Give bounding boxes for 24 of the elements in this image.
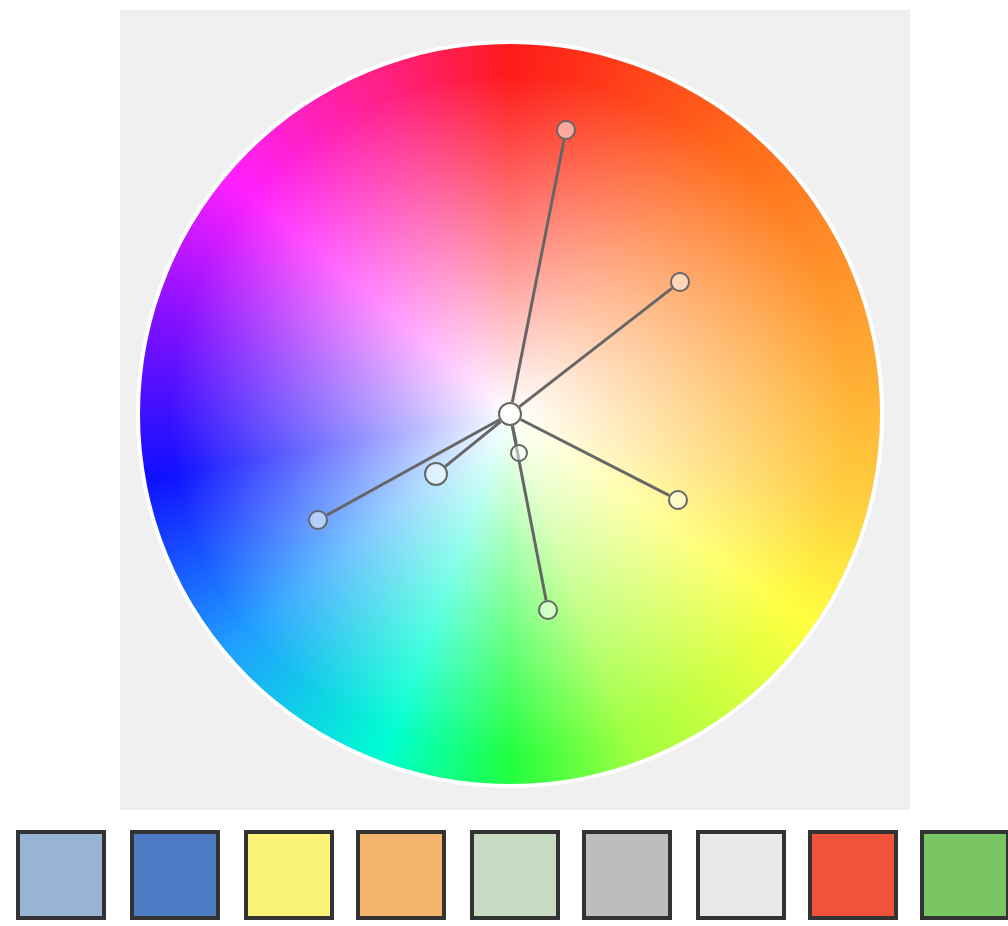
connector-line: [511, 425, 518, 444]
connector-line: [510, 425, 548, 601]
color-handle: [668, 490, 688, 510]
color-swatch: [470, 830, 560, 920]
color-handle: [308, 510, 328, 530]
color-swatch: [244, 830, 334, 920]
connector-line: [326, 418, 501, 517]
connector-line: [510, 139, 566, 403]
connector-line: [444, 420, 502, 468]
color-handle: [509, 443, 527, 461]
connector-line: [520, 418, 670, 497]
color-swatch: [696, 830, 786, 920]
color-swatch: [130, 830, 220, 920]
connector-line: [518, 286, 674, 408]
color-swatch: [920, 830, 1008, 920]
color-handle: [424, 462, 448, 486]
color-handle: [538, 600, 558, 620]
color-swatch: [582, 830, 672, 920]
color-swatch: [808, 830, 898, 920]
color-handle: [670, 272, 690, 292]
color-handle: [556, 120, 576, 140]
color-swatch: [356, 830, 446, 920]
color-handle: [498, 402, 522, 426]
color-swatch: [16, 830, 106, 920]
